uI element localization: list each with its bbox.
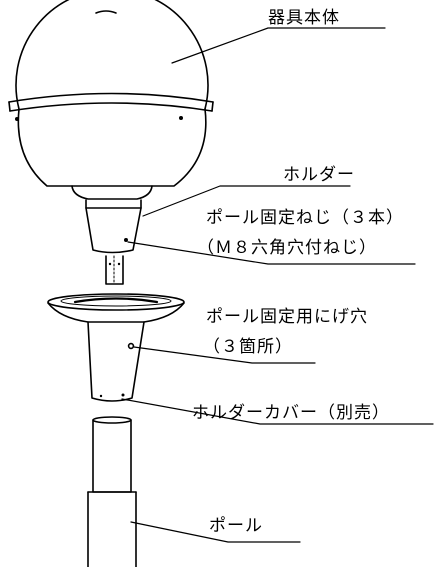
globe-lower bbox=[17, 108, 207, 187]
pole-lower bbox=[87, 491, 137, 567]
leader-hole bbox=[133, 346, 316, 364]
label-holder-cover: ホルダーカバー（別売） bbox=[192, 403, 390, 423]
globe-top-cap bbox=[95, 10, 117, 14]
label-holder: ホルダー bbox=[283, 165, 355, 185]
cover-dot-left bbox=[99, 394, 103, 398]
label-pole-fixing-hole-count: （３箇所） bbox=[203, 337, 293, 357]
leader-cover bbox=[121, 398, 434, 425]
holder bbox=[85, 199, 142, 285]
cover-dot bbox=[121, 393, 125, 397]
globe-band-bottom bbox=[9, 102, 213, 112]
cover-dish-rim bbox=[47, 293, 185, 311]
label-fixture-body: 器具本体 bbox=[268, 8, 340, 28]
globe-neck bbox=[71, 185, 153, 200]
holder-screw-hole bbox=[124, 238, 128, 242]
holder-stub bbox=[105, 255, 124, 285]
cover-body bbox=[87, 321, 145, 402]
holder-body bbox=[85, 207, 142, 254]
cover-dish-bottom bbox=[47, 302, 185, 323]
leader-pole bbox=[130, 521, 301, 543]
cover-hole bbox=[127, 342, 135, 350]
label-pole-fixing-screw-spec: （Ｍ８六角穴付ねじ） bbox=[197, 238, 377, 258]
band-screw-left bbox=[15, 117, 19, 121]
label-pole-fixing-screw: ポール固定ねじ（３本） bbox=[206, 208, 404, 228]
label-pole-fixing-hole: ポール固定用にげ穴 bbox=[206, 307, 368, 327]
stub-dot-1 bbox=[108, 262, 112, 266]
globe-band-left bbox=[8, 101, 11, 112]
globe-band-right bbox=[211, 101, 214, 112]
cover-dish-inner bbox=[60, 295, 172, 307]
leader-lines bbox=[121, 27, 434, 543]
pole-top bbox=[92, 419, 132, 493]
pole bbox=[87, 416, 137, 567]
leader-fixture-body bbox=[171, 27, 386, 64]
leader-screw bbox=[127, 241, 416, 265]
holder-flange bbox=[85, 199, 142, 209]
band-screw-right bbox=[179, 116, 183, 120]
pole-top-end bbox=[92, 416, 132, 424]
label-pole: ポール bbox=[209, 516, 263, 536]
globe bbox=[8, 0, 214, 200]
globe-outline bbox=[15, 0, 209, 110]
stub-dot-2 bbox=[117, 262, 121, 266]
holder-cover bbox=[47, 293, 185, 402]
globe-band-top bbox=[8, 92, 214, 103]
leader-holder bbox=[142, 185, 351, 217]
cover-dish-inner-fill bbox=[73, 297, 159, 304]
